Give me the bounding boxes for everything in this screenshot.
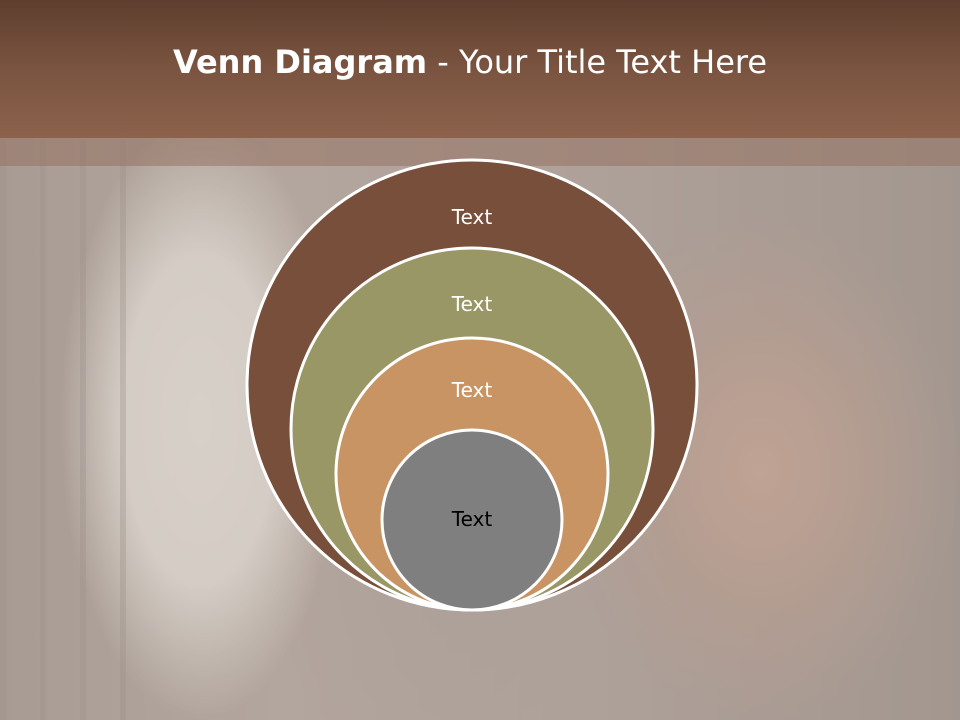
slide-title: Venn Diagram - Your Title Text Here — [0, 40, 940, 84]
title-banner — [0, 0, 960, 138]
inner-circle — [380, 428, 564, 612]
second-circle-label: Text — [451, 292, 493, 316]
slide-title-rest: - Your Title Text Here — [427, 43, 768, 81]
third-circle-label: Text — [451, 378, 493, 402]
slide-title-bold: Venn Diagram — [172, 43, 428, 81]
outer-circle-label: Text — [451, 205, 493, 229]
inner-circle-label: Text — [451, 507, 493, 531]
